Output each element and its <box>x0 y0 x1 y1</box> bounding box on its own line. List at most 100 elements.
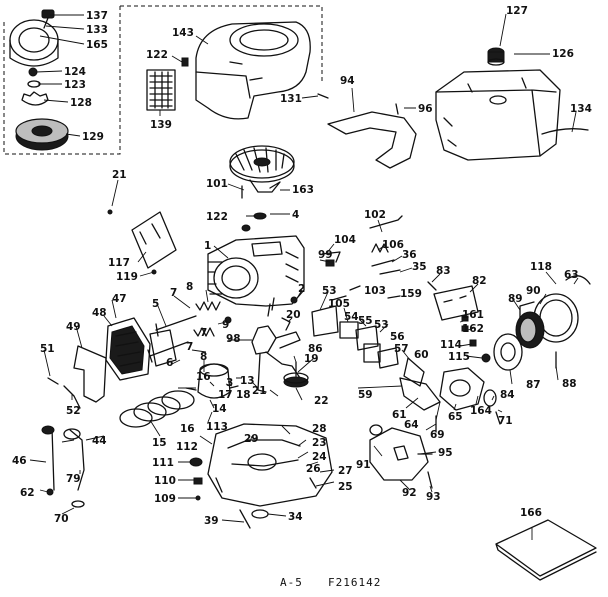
callout-84: 84 <box>500 389 515 401</box>
callout-23: 23 <box>312 437 327 449</box>
callout-62: 62 <box>20 487 35 499</box>
callout-90: 90 <box>526 285 541 297</box>
callout-54: 54 <box>344 311 359 323</box>
control-bracket <box>73 345 107 403</box>
callout-89: 89 <box>508 293 523 305</box>
valve-5 <box>155 315 197 337</box>
callout-35: 35 <box>412 261 427 273</box>
callout-83: 83 <box>436 265 451 277</box>
callout-7b: 7 <box>186 341 193 353</box>
nut-124 <box>28 67 38 77</box>
callout-139: 139 <box>150 119 172 131</box>
callout-88: 88 <box>562 378 577 390</box>
starter-housing <box>9 9 59 67</box>
callout-128: 128 <box>70 97 92 109</box>
decal-plate <box>146 69 176 111</box>
callout-71: 71 <box>498 415 513 427</box>
callout-22: 22 <box>314 395 329 407</box>
callout-114: 114 <box>440 339 462 351</box>
callout-109: 109 <box>154 493 176 505</box>
callout-39: 39 <box>204 515 219 527</box>
carburetor-parts <box>311 305 399 369</box>
callout-118: 118 <box>530 261 552 273</box>
piston-rings <box>119 390 195 428</box>
blower-housing <box>195 21 311 120</box>
bracket-99 <box>325 259 335 267</box>
screw-105 <box>331 295 347 301</box>
callout-28: 28 <box>312 423 327 435</box>
callout-57: 57 <box>394 343 409 355</box>
fuel-cap <box>487 47 505 66</box>
bracket-117 <box>131 211 177 269</box>
callout-133: 133 <box>86 24 108 36</box>
callout-1: 1 <box>204 240 211 252</box>
bowl-84 <box>483 389 497 407</box>
callout-92: 92 <box>402 487 417 499</box>
dipstick <box>47 427 55 491</box>
seal-70 <box>71 500 85 508</box>
callout-60: 60 <box>414 349 429 361</box>
page-code: A-5 <box>280 576 303 589</box>
callout-143: 143 <box>172 27 194 39</box>
callout-8b: 8 <box>200 351 207 363</box>
callout-115: 115 <box>448 351 470 363</box>
callout-2: 2 <box>298 283 305 295</box>
callout-26: 26 <box>306 463 321 475</box>
callout-56: 56 <box>390 331 405 343</box>
callout-61: 61 <box>392 409 407 421</box>
clip-122 <box>181 57 189 67</box>
callout-99: 99 <box>318 249 333 261</box>
throttle-lever <box>63 385 81 409</box>
callout-102: 102 <box>364 209 386 221</box>
valve-spring-upper <box>195 301 221 311</box>
bracket-82 <box>433 285 479 321</box>
starter-pulley <box>15 118 69 151</box>
callout-105: 105 <box>328 298 350 310</box>
callout-27: 27 <box>338 465 353 477</box>
carburetor-body <box>439 367 485 411</box>
link-36 <box>371 259 395 267</box>
cam-gear <box>283 376 309 388</box>
callout-111: 111 <box>152 457 174 469</box>
callout-21b: 21 <box>252 385 267 397</box>
part-110 <box>193 477 203 485</box>
callout-129: 129 <box>82 131 104 143</box>
fuel-line <box>541 128 589 135</box>
oil-seal <box>251 509 269 519</box>
screw-103 <box>349 285 361 291</box>
callout-119: 119 <box>116 271 138 283</box>
callout-113: 113 <box>206 421 228 433</box>
callout-24: 24 <box>312 451 327 463</box>
callout-131: 131 <box>280 93 302 105</box>
callout-15: 15 <box>152 437 167 449</box>
head-gasket <box>149 329 177 367</box>
callout-64: 64 <box>404 419 419 431</box>
callout-19: 19 <box>304 353 319 365</box>
callout-63: 63 <box>564 269 579 281</box>
callout-165: 165 <box>86 39 108 51</box>
washer-122 <box>241 224 251 232</box>
part-115 <box>481 353 491 363</box>
callout-98: 98 <box>226 333 241 345</box>
callout-53a: 53 <box>322 285 337 297</box>
callout-122a: 122 <box>146 49 168 61</box>
callout-7c: 7 <box>200 327 207 339</box>
callout-59: 59 <box>358 389 373 401</box>
seal-9 <box>224 316 232 324</box>
fuel-tank <box>435 69 561 161</box>
callout-14: 14 <box>212 403 227 415</box>
callout-159: 159 <box>400 288 422 300</box>
crankshaft <box>251 297 301 393</box>
callout-70: 70 <box>54 513 69 525</box>
callout-93: 93 <box>426 491 441 503</box>
screw-51 <box>47 377 59 385</box>
oil-fill-tube <box>69 429 85 491</box>
callout-161: 161 <box>462 309 484 321</box>
screw-131 <box>317 93 329 99</box>
blower-housing-group-box <box>3 5 323 155</box>
callout-96: 96 <box>418 103 433 115</box>
callout-65: 65 <box>448 411 463 423</box>
part-109 <box>195 495 201 501</box>
callout-5: 5 <box>152 298 159 310</box>
cylinder-head <box>105 317 151 381</box>
